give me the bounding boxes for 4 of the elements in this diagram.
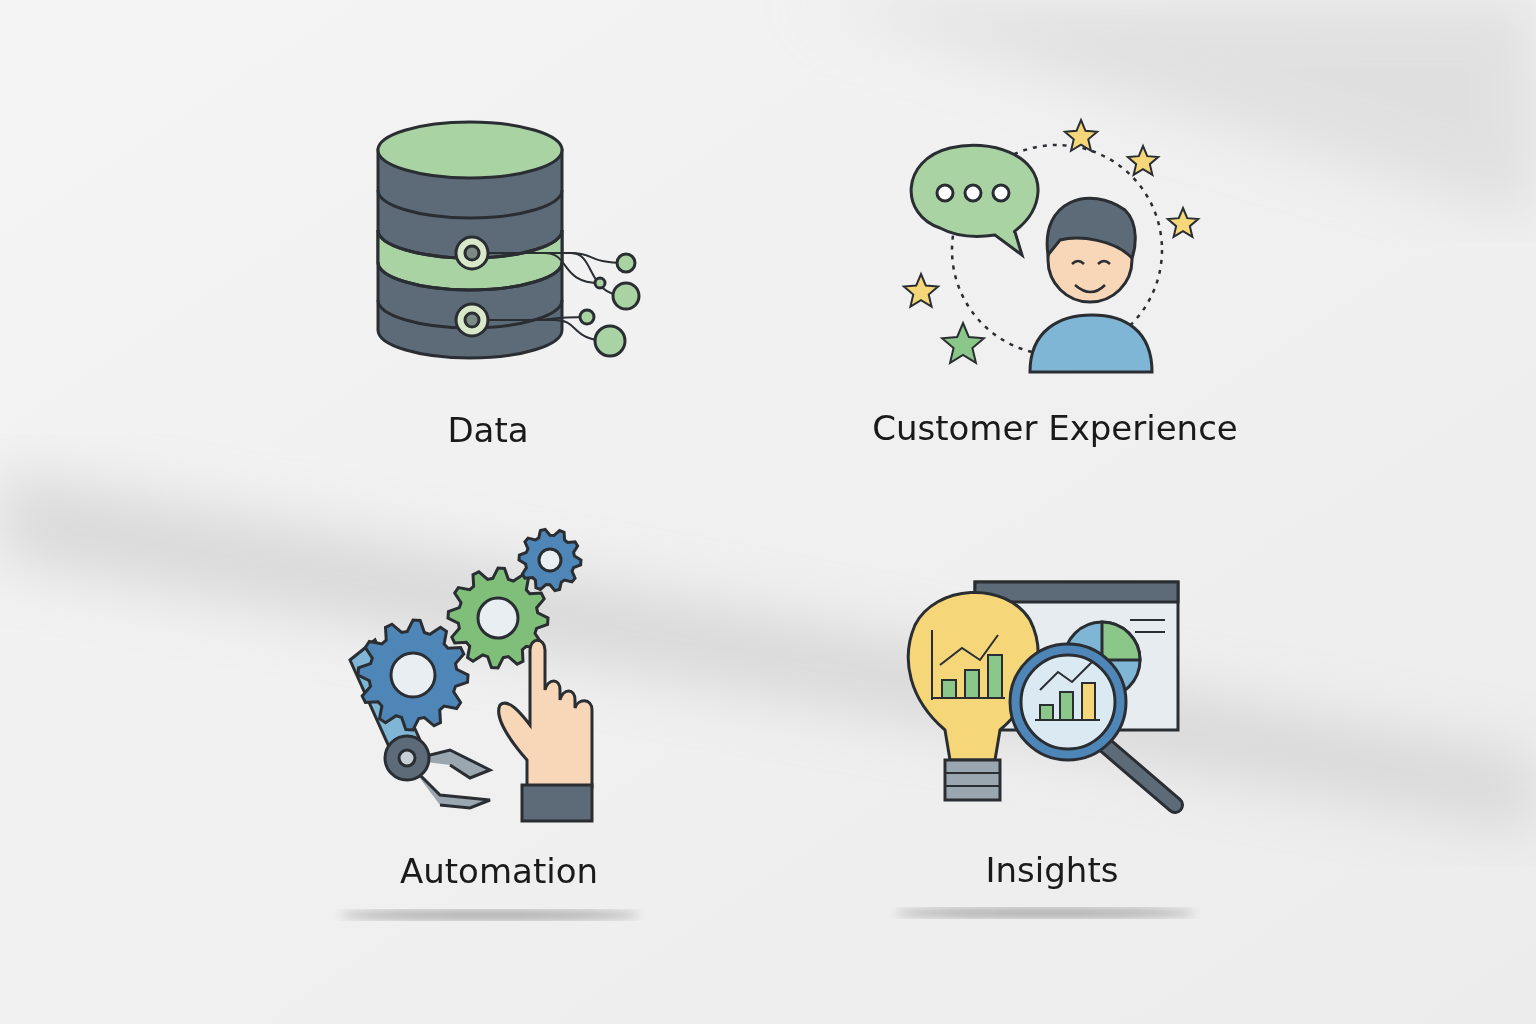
icon-caption: Insights (985, 850, 1119, 890)
icon-caption: Automation (400, 851, 598, 891)
icon-caption: Customer Experience (872, 408, 1238, 448)
icon-caption: Data (447, 410, 529, 450)
